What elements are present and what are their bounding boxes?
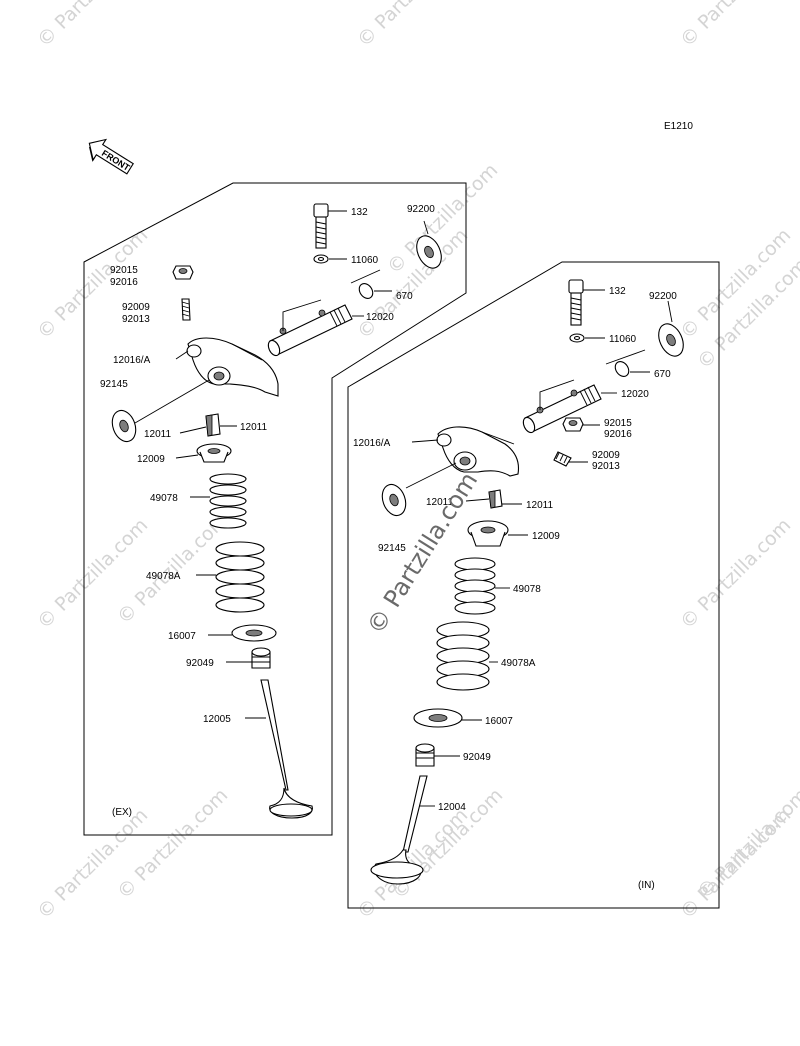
valve-keeper-12011: [205, 413, 221, 437]
outer-spring-49078a: [215, 541, 265, 613]
callout-12011-right: 12011: [240, 422, 268, 433]
spring-retainer-12009: [196, 443, 232, 463]
callout-670: 670: [396, 291, 413, 302]
outer-spring-49078a: [436, 621, 490, 691]
callout-92013: 92013: [592, 461, 620, 472]
stem-seal-92049: [251, 647, 271, 669]
watermark: © Partzilla.com: [33, 0, 152, 52]
callout-132: 132: [351, 207, 368, 218]
valve-keeper-12011: [488, 489, 503, 509]
rocker-shaft-12020: [267, 304, 353, 357]
callout-49078a: 49078A: [501, 658, 536, 669]
stem-seal-92049: [415, 743, 435, 767]
exhaust-panel: 132 92200 11060 670 12020 92015 92016 92…: [83, 182, 467, 836]
o-ring-670: [614, 361, 630, 377]
spring-seat-16007: [231, 624, 277, 642]
inner-spring-49078: [209, 473, 247, 529]
diagram-code: E1210: [664, 121, 693, 132]
callout-12020: 12020: [366, 312, 394, 323]
adjust-screw-92009: [553, 451, 572, 467]
bolt-132: [568, 279, 584, 326]
rocker-arm-12016: [436, 426, 520, 477]
callout-92015: 92015: [110, 265, 138, 276]
callout-11060: 11060: [351, 255, 379, 266]
callout-92049: 92049: [186, 658, 214, 669]
spring-seat-16007: [413, 708, 463, 728]
callout-12011-right: 12011: [526, 500, 554, 511]
callout-16007: 16007: [485, 716, 513, 727]
watermark: © Partzilla.com: [693, 784, 800, 903]
callout-49078: 49078: [513, 584, 541, 595]
exhaust-valve-12005: [260, 679, 313, 819]
intake-valve-12004: [370, 775, 428, 885]
watermark: © Partzilla.com: [353, 0, 472, 52]
exhaust-frame: [83, 182, 467, 836]
o-ring-670: [358, 283, 374, 299]
inner-spring-49078: [454, 557, 496, 615]
callout-11060: 11060: [609, 334, 637, 345]
callout-92200: 92200: [407, 204, 435, 215]
callout-12009: 12009: [137, 454, 165, 465]
callout-132: 132: [609, 286, 626, 297]
intake-frame: [347, 261, 720, 909]
callout-92009: 92009: [592, 450, 620, 461]
callout-12016a: 12016/A: [353, 438, 391, 449]
intake-caption: (IN): [638, 880, 655, 891]
watermark: © Partzilla.com: [113, 784, 232, 903]
callout-92009: 92009: [122, 302, 150, 313]
callout-12009: 12009: [532, 531, 560, 542]
watermark: © Partzilla.com: [676, 514, 795, 633]
callout-49078a: 49078A: [146, 571, 181, 582]
callout-92016: 92016: [110, 277, 138, 288]
exhaust-caption: (EX): [112, 807, 132, 818]
rocker-arm-12016: [186, 337, 279, 397]
callout-12005: 12005: [203, 714, 231, 725]
callout-92015: 92015: [604, 418, 632, 429]
nut-92015: [562, 417, 584, 432]
spring-retainer-12009: [467, 520, 509, 547]
watermark: © Partzilla.com: [676, 0, 795, 52]
callout-12016a: 12016/A: [113, 355, 151, 366]
adjust-screw-92009: [181, 298, 191, 321]
callout-92145: 92145: [100, 379, 128, 390]
callout-16007: 16007: [168, 631, 196, 642]
callout-92013: 92013: [122, 314, 150, 325]
callout-12004: 12004: [438, 802, 466, 813]
bolt-132: [313, 203, 329, 249]
callout-12020: 12020: [621, 389, 649, 400]
callout-12011-left: 12011: [144, 429, 172, 440]
rocker-shaft-12020: [522, 384, 602, 434]
callout-12011-left: 12011: [426, 497, 454, 508]
callout-92016: 92016: [604, 429, 632, 440]
callout-92145: 92145: [378, 543, 406, 554]
watermark: © Partzilla.com: [33, 804, 152, 923]
intake-panel: 132 92200 11060 670 12020 92015 92016 92…: [347, 261, 720, 909]
nut-92015: [172, 265, 194, 280]
front-arrow-icon: FRONT: [88, 138, 134, 175]
callout-92049: 92049: [463, 752, 491, 763]
callout-49078: 49078: [150, 493, 178, 504]
callout-670: 670: [654, 369, 671, 380]
callout-92200: 92200: [649, 291, 677, 302]
